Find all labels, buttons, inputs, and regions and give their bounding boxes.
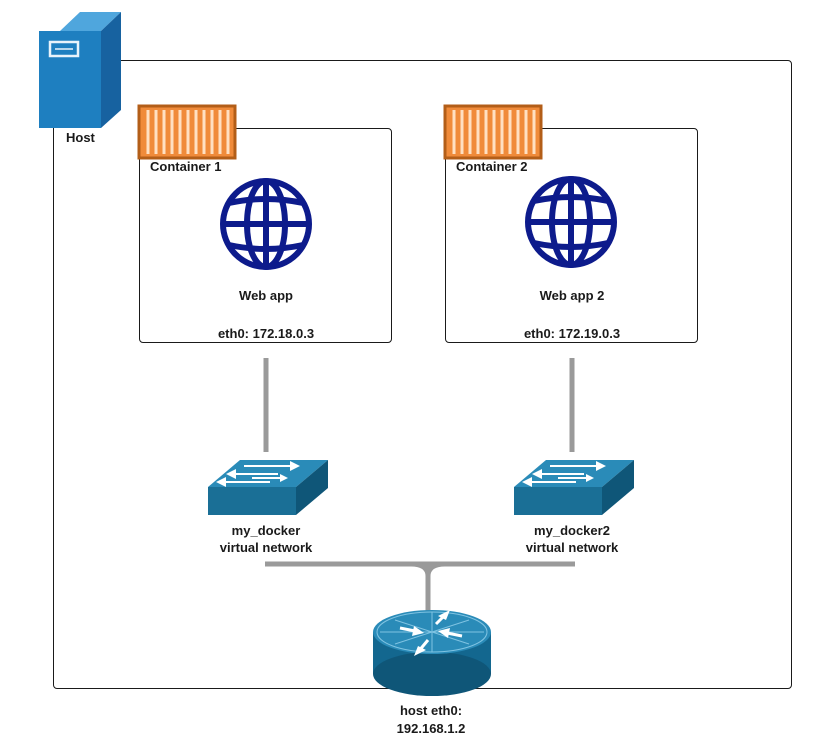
container-1-box: [139, 128, 392, 343]
container-1-ip: eth0: 172.18.0.3: [217, 326, 315, 341]
network-switch-icon: [514, 460, 634, 515]
network-switch-icon: [208, 460, 328, 515]
connector-lines: [263, 358, 575, 613]
container-2-ip: eth0: 172.19.0.3: [523, 326, 621, 341]
router-icon: [373, 610, 491, 696]
shipping-container-icon: [443, 104, 543, 160]
host-label: Host: [66, 130, 95, 145]
network-1-sub: virtual network: [219, 540, 313, 555]
network-2-sub: virtual network: [525, 540, 619, 555]
router-label-line2: 192.168.1.2: [396, 721, 466, 736]
container-2-app-label: Web app 2: [539, 288, 605, 303]
container-1-title: Container 1: [150, 159, 222, 174]
network-1-name: my_docker: [231, 523, 301, 538]
globe-icon: [220, 178, 312, 270]
server-icon: [39, 12, 121, 128]
globe-icon: [525, 176, 617, 268]
shipping-container-icon: [137, 104, 237, 160]
container-2-box: [445, 128, 698, 343]
container-1-app-label: Web app: [239, 288, 293, 303]
router-label-line1: host eth0:: [399, 703, 463, 718]
container-2-title: Container 2: [456, 159, 528, 174]
network-2-name: my_docker2: [534, 523, 610, 538]
